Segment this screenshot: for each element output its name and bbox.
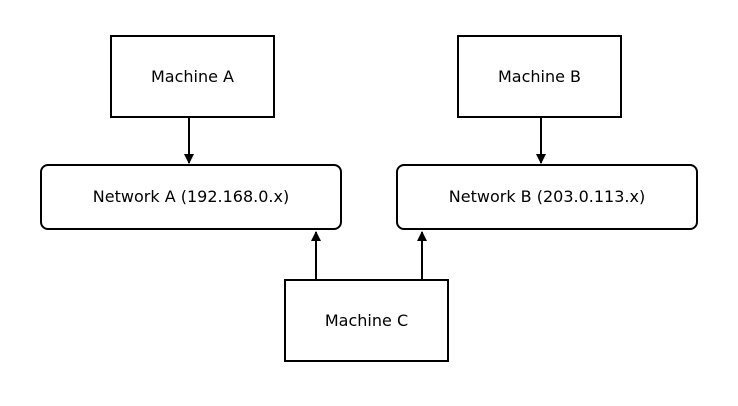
machine-a-label: Machine A — [150, 66, 234, 86]
machine-a-node: Machine A — [110, 35, 275, 118]
network-a-label: Network A (192.168.0.x) — [92, 187, 290, 206]
machine-c-label: Machine C — [324, 310, 409, 330]
machine-b-node: Machine B — [457, 35, 622, 118]
network-b-node: Network B (203.0.113.x) — [396, 164, 698, 230]
machine-b-label: Machine B — [497, 66, 582, 86]
network-b-label: Network B (203.0.113.x) — [448, 187, 646, 206]
network-a-node: Network A (192.168.0.x) — [40, 164, 342, 230]
machine-c-node: Machine C — [284, 279, 449, 362]
